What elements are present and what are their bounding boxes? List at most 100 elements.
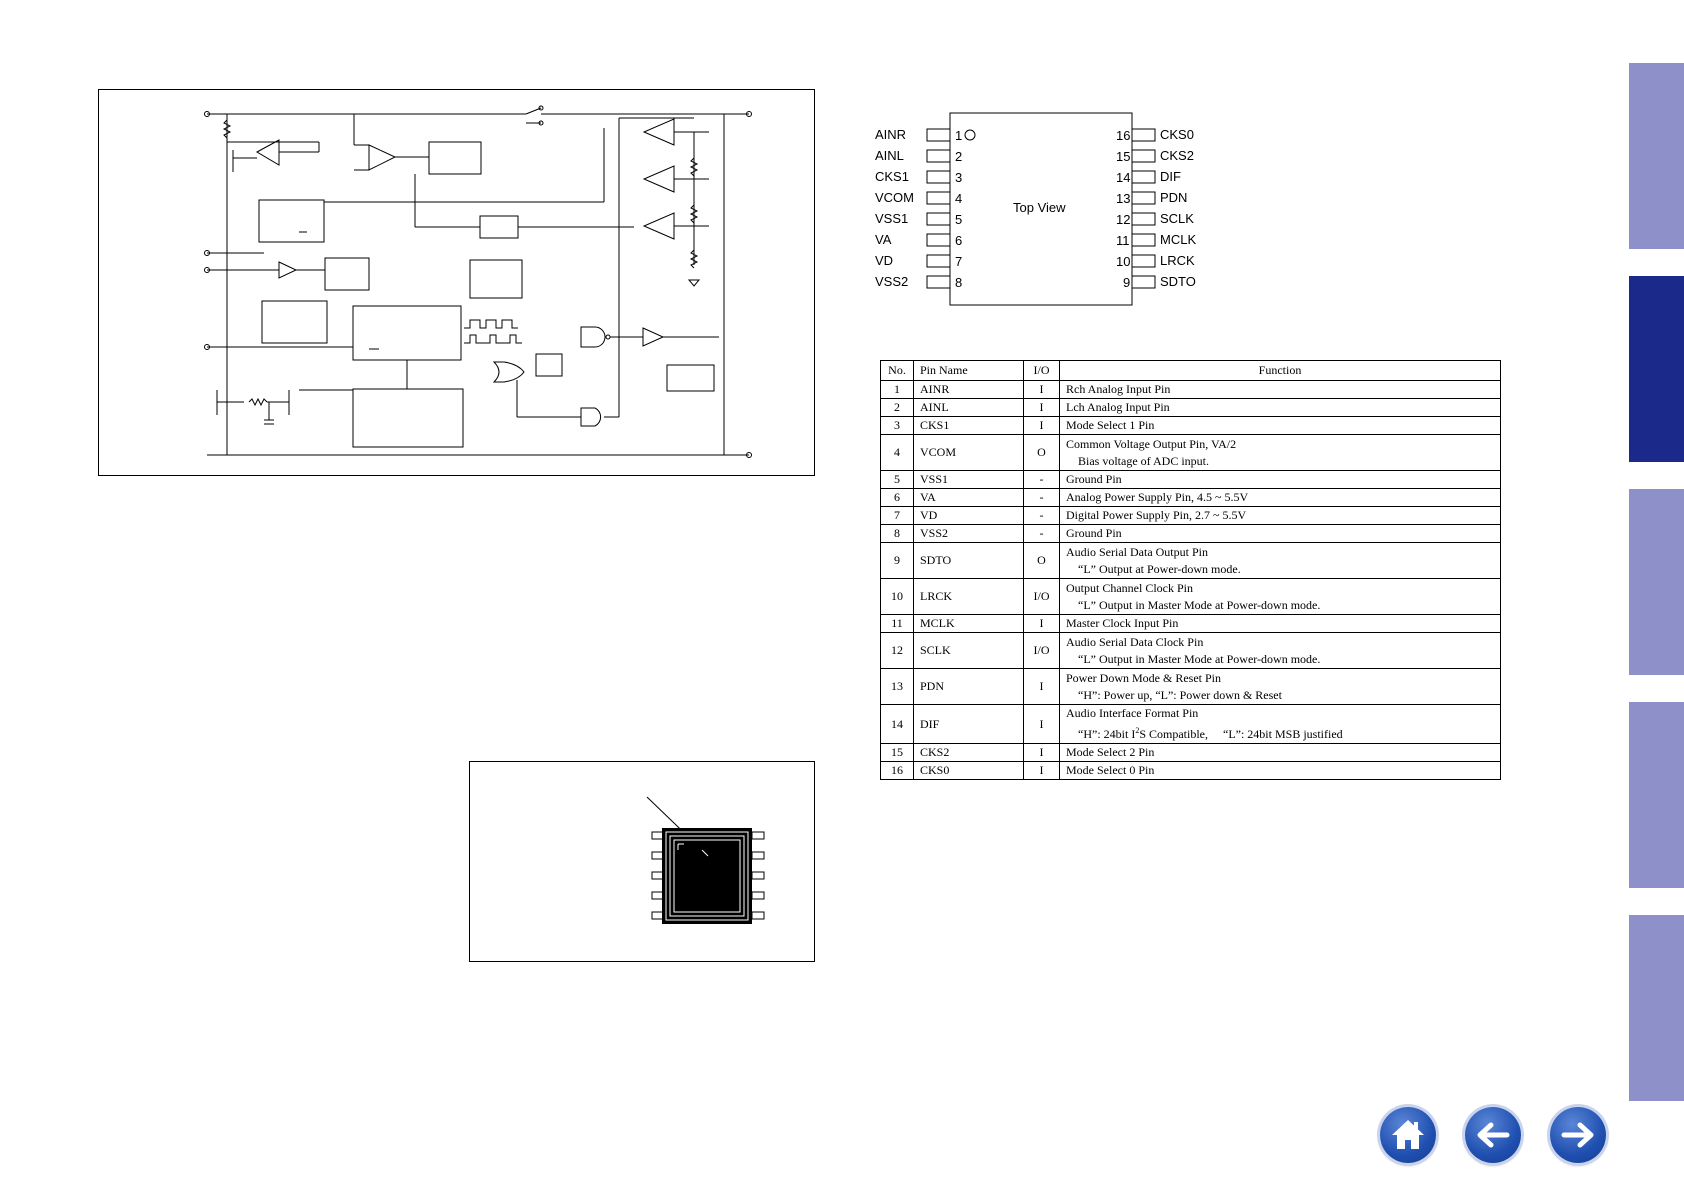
cell-function: Audio Serial Data Clock Pin “L” Output i… [1059, 632, 1501, 669]
cell-pin-name: VD [913, 506, 1024, 525]
cell-io: - [1023, 524, 1060, 543]
cell-function: Common Voltage Output Pin, VA/2 Bias vol… [1059, 434, 1501, 471]
cell-function: Mode Select 0 Pin [1059, 761, 1501, 780]
cell-pin-name: LRCK [913, 578, 1024, 615]
pin-label-left: VSS1 [875, 211, 909, 226]
cell-function: Lch Analog Input Pin [1059, 398, 1501, 417]
pin-number-right: 11 [1116, 233, 1130, 248]
cell-pin-name: AINR [913, 380, 1024, 399]
cell-function: Audio Serial Data Output Pin “L” Output … [1059, 542, 1501, 579]
cell-io: I [1023, 704, 1060, 744]
table-row: 3 CKS1 I Mode Select 1 Pin [880, 416, 1501, 435]
function-text: Mode Select 2 Pin [1066, 745, 1155, 759]
superscript: 2 [1135, 726, 1140, 735]
pin-function-table: No. Pin Name I/O Function 1 AINR I Rch A… [880, 360, 1501, 780]
pin-label-right: SCLK [1160, 211, 1194, 226]
function-text: Mode Select 0 Pin [1066, 763, 1155, 777]
table-row: 4 VCOM O Common Voltage Output Pin, VA/2… [880, 434, 1501, 471]
cell-no: 1 [880, 380, 914, 399]
function-text: Mode Select 1 Pin [1066, 418, 1155, 432]
table-row: 10 LRCK I/O Output Channel Clock Pin “L”… [880, 578, 1501, 615]
back-button[interactable] [1465, 1107, 1521, 1163]
home-button[interactable] [1380, 1107, 1436, 1163]
function-note-part: S Compatible, “L”: 24bit MSB justified [1139, 727, 1343, 741]
side-tab-3[interactable] [1629, 489, 1684, 675]
function-note: “L” Output at Power-down mode. [1078, 561, 1241, 576]
cell-io: - [1023, 470, 1060, 489]
header-function: Function [1059, 360, 1501, 381]
cell-io: O [1023, 434, 1060, 471]
function-note: Bias voltage of ADC input. [1078, 453, 1209, 468]
cell-io: I/O [1023, 578, 1060, 615]
pin-label-right: MCLK [1160, 232, 1197, 247]
cell-no: 13 [880, 668, 914, 705]
pin-number-right: 9 [1123, 275, 1131, 290]
cell-function: Mode Select 1 Pin [1059, 416, 1501, 435]
cell-io: I [1023, 398, 1060, 417]
table-row: 11 MCLK I Master Clock Input Pin [880, 614, 1501, 633]
cell-no: 14 [880, 704, 914, 744]
side-tab-1[interactable] [1629, 63, 1684, 249]
side-tab-4[interactable] [1629, 702, 1684, 888]
cell-io: - [1023, 506, 1060, 525]
pin-label-right: SDTO [1160, 274, 1196, 289]
cell-pin-name: VSS2 [913, 524, 1024, 543]
function-text: Power Down Mode & Reset Pin [1066, 670, 1221, 685]
cell-no: 15 [880, 743, 914, 762]
table-header-row: No. Pin Name I/O Function [880, 360, 1501, 381]
cell-function: Master Clock Input Pin [1059, 614, 1501, 633]
cell-no: 2 [880, 398, 914, 417]
cell-function: Analog Power Supply Pin, 4.5 ~ 5.5V [1059, 488, 1501, 507]
function-note: “L” Output in Master Mode at Power-down … [1078, 597, 1321, 612]
table-row: 1 AINR I Rch Analog Input Pin [880, 380, 1501, 399]
cell-pin-name: VSS1 [913, 470, 1024, 489]
pin-label-right: DIF [1160, 169, 1181, 184]
table-row: 2 AINL I Lch Analog Input Pin [880, 398, 1501, 417]
pin-number-left: 6 [955, 233, 963, 248]
cell-pin-name: PDN [913, 668, 1024, 705]
pin-label-right: LRCK [1160, 253, 1195, 268]
home-icon [1392, 1120, 1424, 1149]
pin-label-left: VA [875, 232, 892, 247]
cell-pin-name: SDTO [913, 542, 1024, 579]
pin-number-left: 8 [955, 275, 963, 290]
function-note-part: “H”: 24bit I [1078, 727, 1136, 741]
pin-layout: Top View AINR AINL CKS1 VCOM VSS1 VA VD … [868, 108, 1208, 308]
function-text: Analog Power Supply Pin, 4.5 ~ 5.5V [1066, 490, 1249, 504]
cell-no: 4 [880, 434, 914, 471]
cell-function: Ground Pin [1059, 470, 1501, 489]
cell-no: 11 [880, 614, 914, 633]
function-note: “H”: 24bit I2S Compatible, “L”: 24bit MS… [1066, 722, 1494, 743]
pin-label-left: CKS1 [875, 169, 909, 184]
package-drawing [646, 796, 765, 924]
table-row: 8 VSS2 - Ground Pin [880, 524, 1501, 543]
top-view-label: Top View [1013, 200, 1066, 215]
pin-label-right: CKS0 [1160, 127, 1194, 142]
cell-function: Power Down Mode & Reset Pin “H”: Power u… [1059, 668, 1501, 705]
cell-io: I [1023, 668, 1060, 705]
table-row: 6 VA - Analog Power Supply Pin, 4.5 ~ 5.… [880, 488, 1501, 507]
cell-pin-name: VCOM [913, 434, 1024, 471]
pin-label-left: VSS2 [875, 274, 909, 289]
function-note: “L” Output in Master Mode at Power-down … [1078, 651, 1321, 666]
table-row: 5 VSS1 - Ground Pin [880, 470, 1501, 489]
function-text: Ground Pin [1066, 472, 1122, 486]
side-tab-5[interactable] [1629, 915, 1684, 1101]
side-tab-2-active[interactable] [1629, 276, 1684, 462]
forward-button[interactable] [1550, 1107, 1606, 1163]
header-io: I/O [1023, 360, 1060, 381]
function-text: Common Voltage Output Pin, VA/2 [1066, 436, 1237, 451]
header-no: No. [880, 360, 914, 381]
arrow-right-icon [1561, 1122, 1594, 1148]
cell-function: Mode Select 2 Pin [1059, 743, 1501, 762]
cell-pin-name: CKS0 [913, 761, 1024, 780]
cell-pin-name: CKS1 [913, 416, 1024, 435]
cell-io: O [1023, 542, 1060, 579]
pin-number-left: 5 [955, 212, 963, 227]
cell-no: 12 [880, 632, 914, 669]
pin-number-left: 2 [955, 149, 963, 164]
block-diagram [98, 89, 815, 476]
function-note: “H”: Power up, “L”: Power down & Reset [1078, 687, 1282, 702]
cell-no: 5 [880, 470, 914, 489]
pin-label-right: PDN [1160, 190, 1188, 205]
